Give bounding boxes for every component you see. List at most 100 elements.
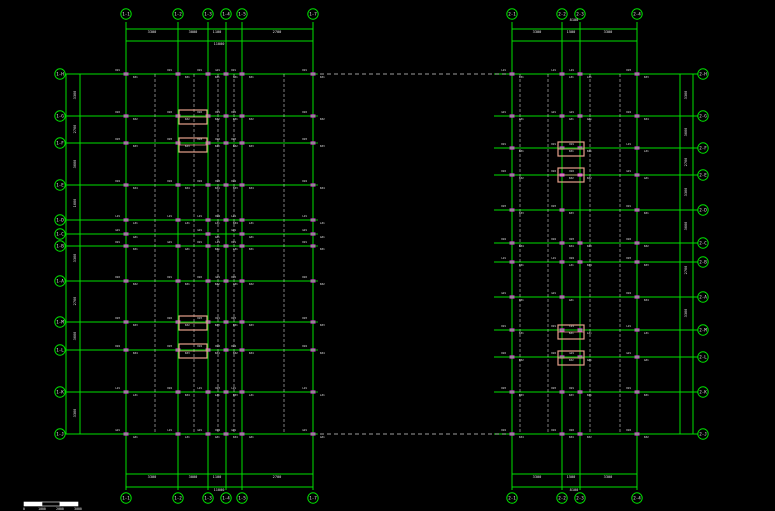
right-bottom-axis-bubble-label: 2-4 bbox=[633, 496, 641, 501]
column-tag-text: KZ1 bbox=[519, 149, 524, 153]
column-tag-text: GZ1 bbox=[115, 428, 120, 432]
linework-layer bbox=[58, 22, 700, 490]
column-tag-text: KZ4 bbox=[231, 179, 236, 183]
column-tag-text: KZ2 bbox=[215, 344, 220, 348]
right-side-axis-bubble bbox=[697, 68, 709, 80]
scale-bar-label: 3000 bbox=[74, 507, 82, 511]
column-tag-text: LZ1 bbox=[115, 386, 120, 390]
right-top-dim-text: 1500 bbox=[567, 30, 576, 34]
column-tag-text: KZ2 bbox=[569, 176, 574, 180]
column-tag-text: KZ1 bbox=[215, 110, 220, 114]
column-tag-text: KZ4 bbox=[215, 214, 220, 218]
column-tag-text: KZ2 bbox=[249, 282, 254, 286]
column-tag-text: KZ3 bbox=[115, 137, 120, 141]
column-tag-text: LZ1 bbox=[115, 214, 120, 218]
column-tag-text: LZ1 bbox=[569, 68, 574, 72]
right-top-dim-text: 3300 bbox=[604, 30, 613, 34]
left-bottom-axis-bubble bbox=[307, 492, 319, 504]
column-tag-text: KZ2 bbox=[215, 137, 220, 141]
column-tag-text: LZ1 bbox=[133, 393, 138, 397]
right-top-axis-bubble-label: 2-3 bbox=[576, 12, 584, 17]
left-top-axis-bubble bbox=[220, 8, 232, 20]
column-tag-text: LZ1 bbox=[233, 247, 238, 251]
left-side-axis-bubble-label: 1-L bbox=[56, 348, 64, 353]
column-tag-text: KZ4 bbox=[302, 344, 307, 348]
column-tag-text: KZ3 bbox=[185, 144, 190, 148]
right-side-axis-bubble bbox=[697, 291, 709, 303]
left-bottom-dim-text: 1100 bbox=[213, 475, 222, 479]
column-tag-text: KZ1 bbox=[197, 240, 202, 244]
column-tag-text: LZ1 bbox=[302, 214, 307, 218]
right-bottom-dim-text: 3300 bbox=[533, 475, 542, 479]
column-tag-text: LZ1 bbox=[551, 256, 556, 260]
scale-bar-segment bbox=[59, 501, 79, 507]
column-tag-text: LZ1 bbox=[501, 68, 506, 72]
right-side-axis-bubble-label: 2-C bbox=[699, 241, 707, 246]
left-top-total-dim-text: 11000 bbox=[214, 42, 225, 46]
column-tag-text: LZ1 bbox=[133, 221, 138, 225]
column-tag-text: KZ4 bbox=[233, 435, 238, 439]
column-tag-text: KZ4 bbox=[115, 344, 120, 348]
column-tag-text: GZ1 bbox=[626, 169, 631, 173]
column-tag-text: KZ4 bbox=[569, 256, 574, 260]
column-tag-text: KZ1 bbox=[302, 240, 307, 244]
column-tag-text: KZ2 bbox=[115, 110, 120, 114]
column-tag-text: GZ1 bbox=[115, 228, 120, 232]
column-tag-text: LZ1 bbox=[167, 428, 172, 432]
right-side-dim-text: 3300 bbox=[684, 188, 688, 197]
column-tag-text: LZ1 bbox=[302, 386, 307, 390]
column-tag-text: KZ2 bbox=[320, 117, 325, 121]
scale-bar-label: 0 bbox=[23, 507, 25, 511]
column-tag-text: KZ1 bbox=[233, 117, 238, 121]
column-tag-text: KZ4 bbox=[185, 393, 190, 397]
column-tag-text: LZ1 bbox=[587, 75, 592, 79]
left-side-axis-bubble-label: 1-F bbox=[56, 141, 64, 146]
column-tag-text: KZ1 bbox=[231, 240, 236, 244]
column-tag-text: KZ1 bbox=[249, 247, 254, 251]
left-side-dim-text: 3300 bbox=[73, 91, 77, 100]
column-tag-text: KZ1 bbox=[231, 68, 236, 72]
column-tag-text: KZ2 bbox=[185, 117, 190, 121]
left-side-axis-bubble-label: 1-G bbox=[56, 114, 64, 119]
column-tag-text: KZ1 bbox=[133, 247, 138, 251]
column-tag-text: GZ1 bbox=[231, 428, 236, 432]
left-bottom-axis-bubble bbox=[236, 492, 248, 504]
column-tag-text: KZ2 bbox=[519, 358, 524, 362]
column-tag-text: GZ1 bbox=[551, 291, 556, 295]
column-tag-text: KZ1 bbox=[587, 149, 592, 153]
column-tag-text: LZ1 bbox=[215, 393, 220, 397]
column-tag-text: KZ4 bbox=[215, 186, 220, 190]
column-tag-text: KZ3 bbox=[569, 211, 574, 215]
column-tag-text: KZ4 bbox=[644, 298, 649, 302]
column-tag-text: KZ4 bbox=[551, 237, 556, 241]
column-tag-text: KZ1 bbox=[115, 240, 120, 244]
column-tag-text: KZ3 bbox=[233, 186, 238, 190]
left-top-dim-text: 3300 bbox=[148, 30, 157, 34]
left-side-axis-bubble bbox=[54, 386, 66, 398]
column-tag-text: KZ1 bbox=[551, 142, 556, 146]
column-tag-text: KZ3 bbox=[501, 204, 506, 208]
right-top-axis-bubble bbox=[506, 8, 518, 20]
column-tag-text: KZ2 bbox=[167, 316, 172, 320]
column-tag-text: KZ4 bbox=[115, 179, 120, 183]
column-tag-text: LZ1 bbox=[320, 221, 325, 225]
column-tag-text: KZ1 bbox=[197, 68, 202, 72]
left-top-axis-bubble-label: 1-4 bbox=[222, 12, 230, 17]
column-tag-text: LZ1 bbox=[501, 256, 506, 260]
left-side-axis-bubble-label: 1-A bbox=[56, 279, 64, 284]
column-tag-text: KZ2 bbox=[215, 282, 220, 286]
left-side-axis-bubble bbox=[54, 179, 66, 191]
axis-bubbles-layer: 1-11-11-21-21-31-31-41-41-51-51-71-71-H1… bbox=[54, 8, 709, 504]
column-tag-text: KZ3 bbox=[233, 393, 238, 397]
left-top-axis-bubble-label: 1-7 bbox=[309, 12, 317, 17]
column-tag-text: LZ1 bbox=[215, 240, 220, 244]
column-tag-text: KZ2 bbox=[167, 110, 172, 114]
right-top-axis-bubble-label: 2-1 bbox=[508, 12, 516, 17]
left-side-axis-bubble bbox=[54, 344, 66, 356]
column-tag-text: KZ4 bbox=[185, 186, 190, 190]
left-side-axis-bubble bbox=[54, 228, 66, 240]
column-tag-text: LZ1 bbox=[197, 386, 202, 390]
column-tag-text: KZ4 bbox=[231, 344, 236, 348]
right-side-dim-text: 3000 bbox=[684, 128, 688, 137]
left-top-axis-bubble bbox=[202, 8, 214, 20]
